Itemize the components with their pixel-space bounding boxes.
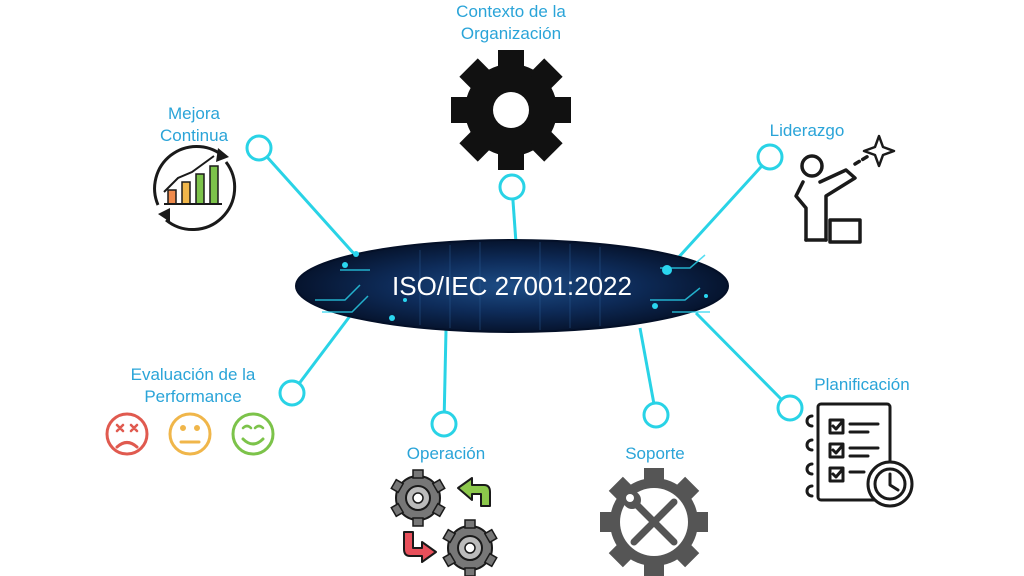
growth-chart-cycle-icon <box>153 144 237 231</box>
ring-operacion <box>430 410 458 438</box>
central-hub <box>295 239 729 333</box>
label-evaluacion-line-2: Performance <box>144 387 242 406</box>
center-title: ISO/IEC 27001:2022 <box>392 271 632 301</box>
label-evaluacion: Evaluación de la Performance <box>113 364 273 408</box>
label-soporte: Soporte <box>610 443 700 465</box>
checklist-clock-icon <box>805 402 914 508</box>
emoji-rating-icon <box>105 412 275 456</box>
ring-liderazgo <box>756 143 784 171</box>
ring-evaluacion <box>278 379 306 407</box>
gears-cycle-icon <box>390 469 498 576</box>
connector-liderazgo <box>665 155 772 272</box>
label-mejora-line-2: Continua <box>159 126 229 145</box>
ring-planificacion <box>776 394 804 422</box>
ring-mejora <box>245 134 273 162</box>
label-planificacion: Planificación <box>800 374 924 396</box>
connectors <box>257 146 792 425</box>
label-operacion-line-1: Operación <box>406 444 486 463</box>
label-liderazgo: Liderazgo <box>760 120 854 142</box>
leader-pointing-icon <box>794 134 896 244</box>
label-liderazgo-line-1: Liderazgo <box>769 121 845 140</box>
wrench-screwdriver-gear-icon <box>600 468 708 576</box>
label-mejora-line-1: Mejora <box>168 104 220 123</box>
label-contexto-line-1: Contexto de la <box>456 2 566 21</box>
neutral-face-icon <box>168 412 212 456</box>
label-planificacion-line-1: Planificación <box>814 375 910 394</box>
connector-mejora <box>257 146 358 258</box>
sad-face-icon <box>105 412 149 456</box>
label-mejora: Mejora Continua <box>144 103 244 147</box>
label-operacion: Operación <box>394 443 498 465</box>
connector-soporte <box>638 327 658 416</box>
label-contexto-line-2: Organización <box>460 24 562 43</box>
ring-soporte <box>642 401 670 429</box>
label-contexto: Contexto de la Organización <box>421 1 601 45</box>
connector-operacion <box>442 329 448 425</box>
gear-icon <box>451 50 571 170</box>
connector-evaluacion <box>290 315 352 394</box>
label-soporte-line-1: Soporte <box>625 444 685 463</box>
connector-planificacion <box>694 311 792 410</box>
happy-face-icon <box>231 412 275 456</box>
label-evaluacion-line-1: Evaluación de la <box>130 365 256 384</box>
connector-rings <box>245 134 804 438</box>
ring-contexto <box>498 173 526 201</box>
